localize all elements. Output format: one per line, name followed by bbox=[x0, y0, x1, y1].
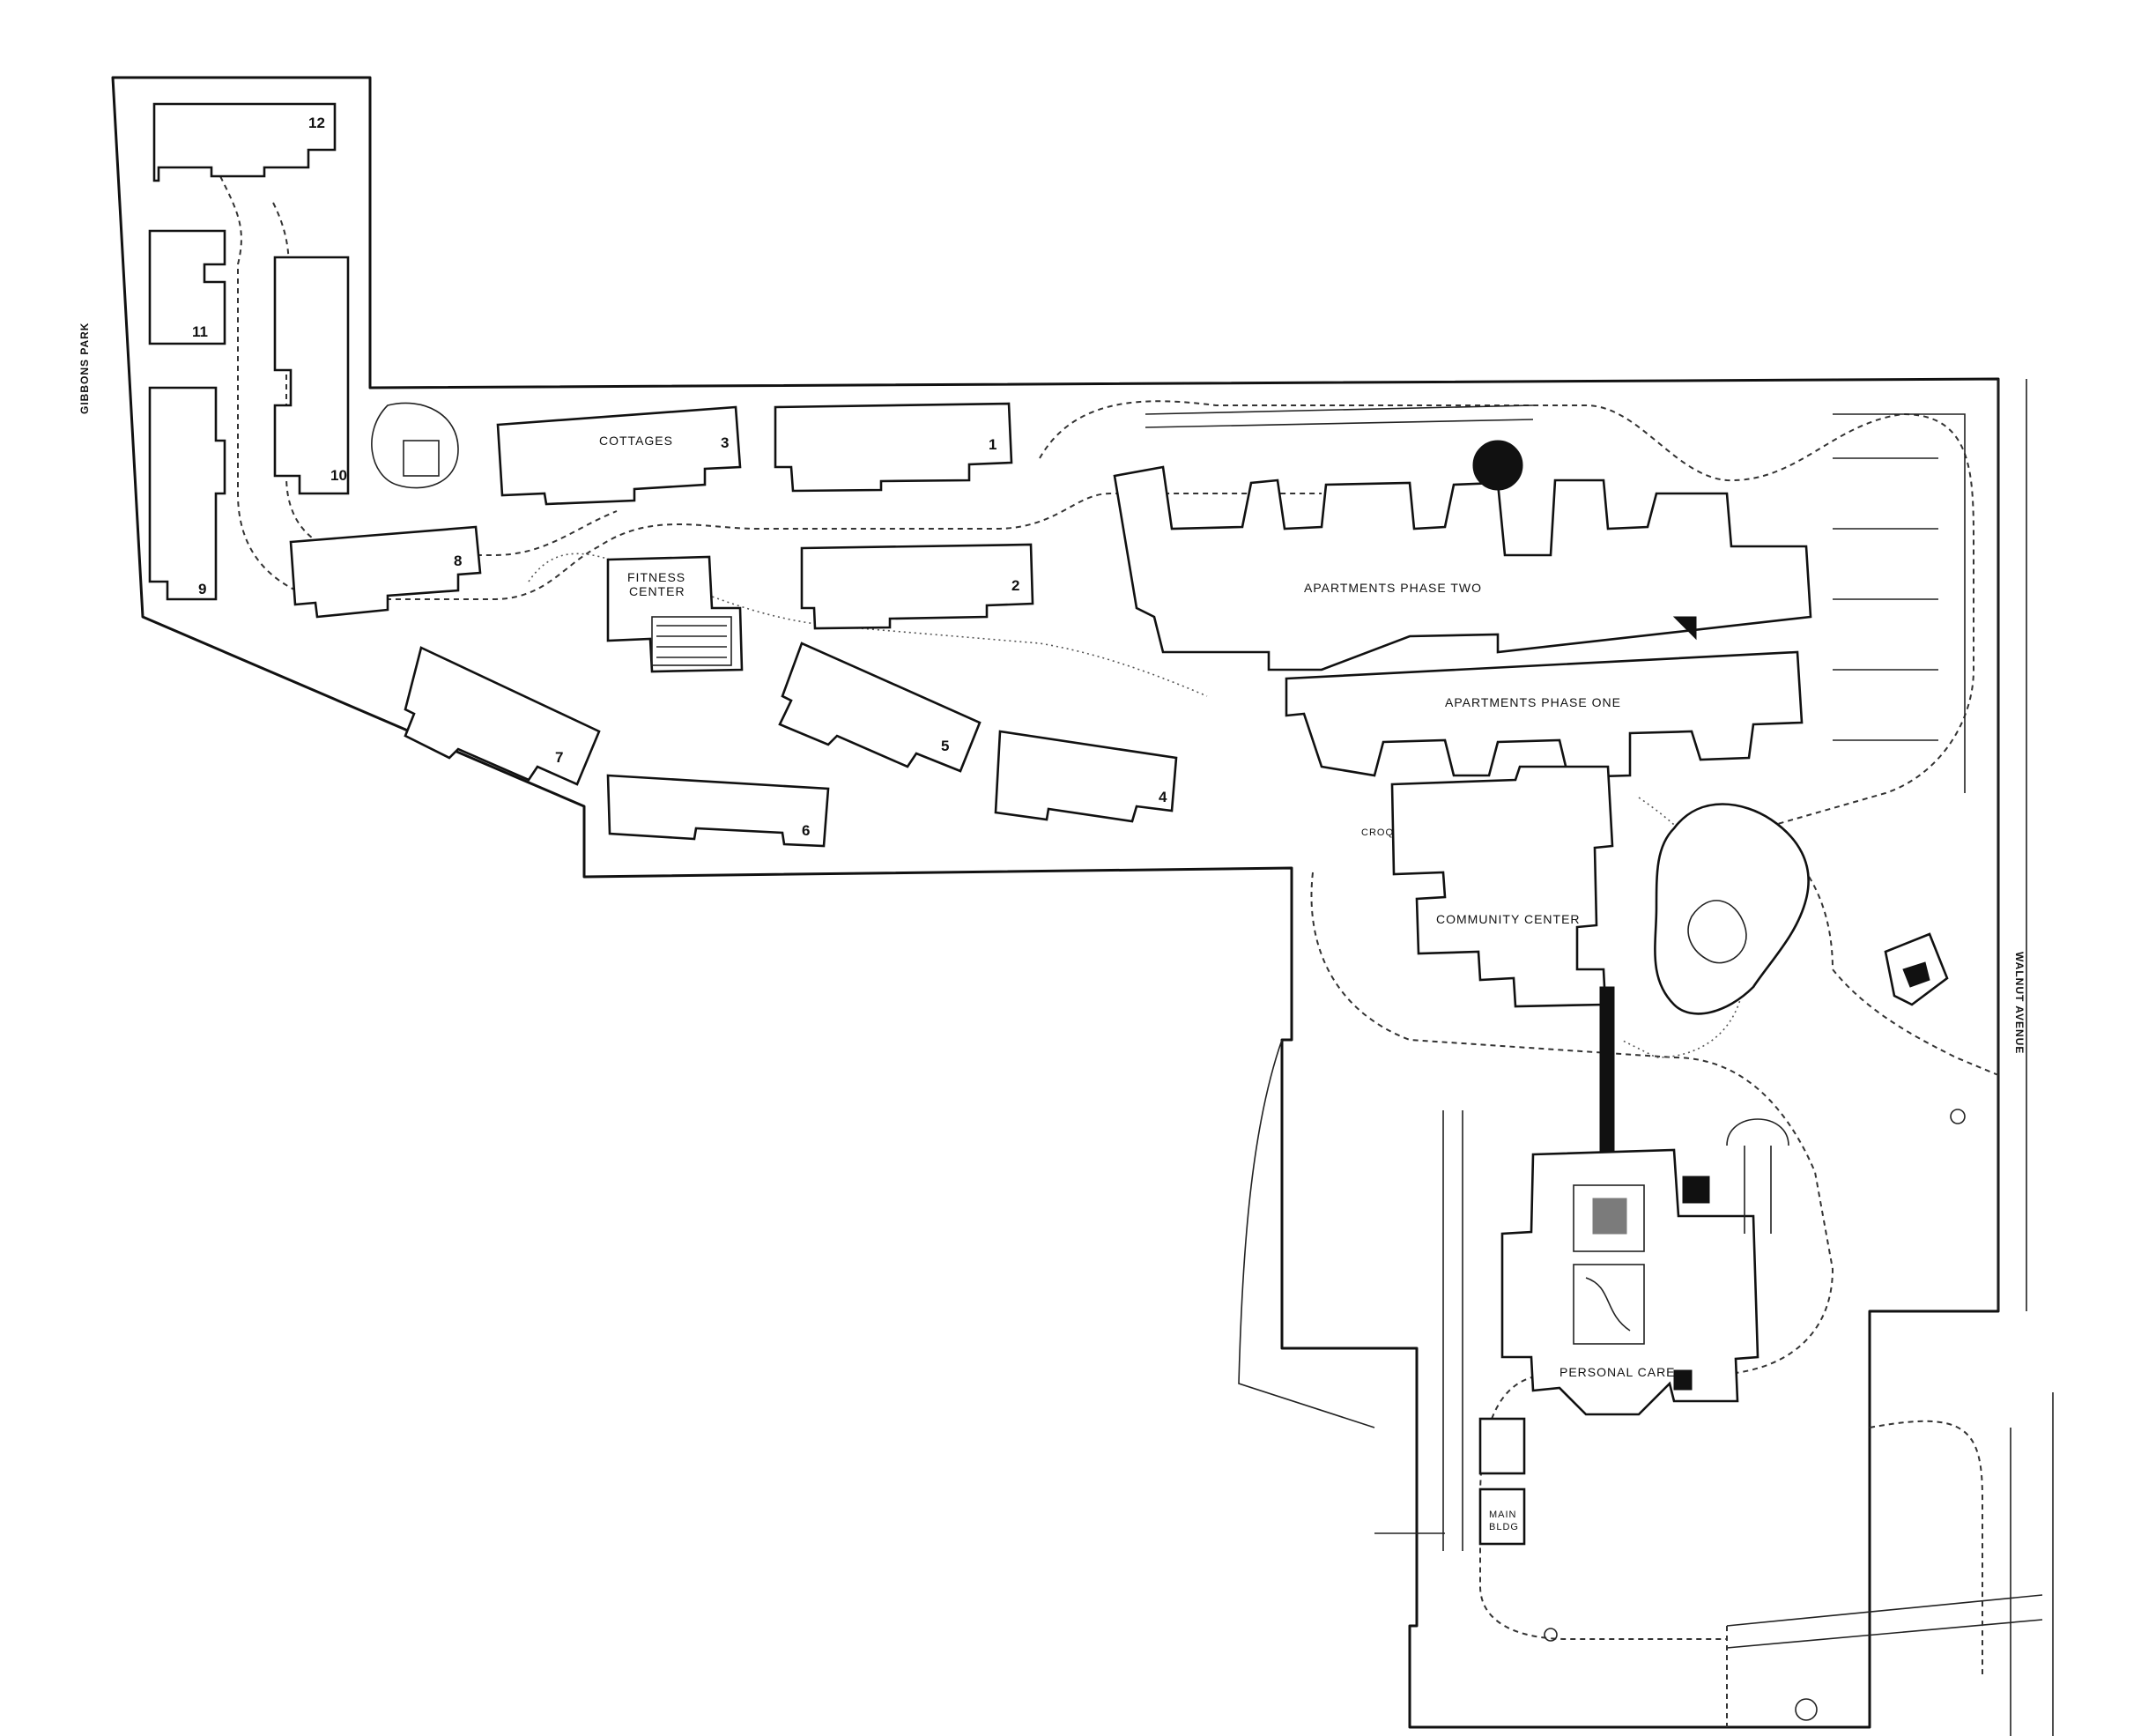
cottage-number-2: 2 bbox=[1011, 577, 1019, 594]
south-loop-road bbox=[1310, 872, 1834, 1640]
cottage-number-11: 11 bbox=[192, 323, 208, 340]
cottage-7: 7 bbox=[404, 646, 601, 786]
cottage-number-1: 1 bbox=[989, 436, 996, 453]
cottage-9: 9 bbox=[148, 386, 226, 601]
cottage-number-4: 4 bbox=[1159, 789, 1167, 805]
fitness-center-label-2: CENTER bbox=[629, 584, 685, 598]
apartments-phase-two: APARTMENTS PHASE TWO bbox=[1113, 440, 1812, 671]
cottage-number-9: 9 bbox=[198, 581, 206, 597]
cottage-number-12: 12 bbox=[308, 115, 325, 131]
fitness-center: FITNESS CENTER bbox=[606, 555, 744, 673]
apartments-phase-one: APARTMENTS PHASE ONE bbox=[1285, 616, 1804, 779]
plaza-north bbox=[371, 402, 459, 489]
personal-care-cul-de-sac bbox=[1726, 1118, 1789, 1234]
main-loop-road bbox=[1039, 400, 1974, 829]
community-center-label: COMMUNITY CENTER bbox=[1436, 912, 1581, 926]
cottage-3: COTTAGES 3 bbox=[496, 405, 742, 506]
cottage-number-8: 8 bbox=[454, 553, 462, 569]
gatehouse-east bbox=[1884, 932, 1949, 1006]
cottage-10: 10 bbox=[273, 256, 350, 495]
parking-north bbox=[1145, 404, 1534, 428]
main-bldg-label-2: BLDG bbox=[1489, 1522, 1519, 1532]
cottage-12: 12 bbox=[152, 102, 337, 182]
personal-care: PERSONAL CARE bbox=[1500, 1148, 1759, 1416]
apartments-phase-one-label: APARTMENTS PHASE ONE bbox=[1445, 695, 1621, 709]
apartments-phase-two-label: APARTMENTS PHASE TWO bbox=[1304, 581, 1482, 595]
cottage-drive-north bbox=[219, 175, 1322, 600]
cottage-number-5: 5 bbox=[941, 738, 949, 754]
south-road bbox=[1726, 1392, 2054, 1736]
community-center: COMMUNITY CENTER bbox=[1390, 765, 1614, 1008]
entry-road-south bbox=[1726, 1420, 1983, 1727]
walnut-avenue-edge bbox=[1997, 379, 2027, 1311]
walkway-fitness bbox=[528, 553, 1208, 697]
parking-east bbox=[1833, 413, 1966, 793]
walnut-avenue-label: WALNUT AVENUE bbox=[2013, 952, 2026, 1054]
cottage-drive-inner bbox=[272, 202, 618, 556]
property-line-south-west bbox=[1238, 1039, 1375, 1428]
cottage-number-6: 6 bbox=[802, 822, 810, 839]
cottage-number-10: 10 bbox=[330, 467, 347, 484]
cottage-4: 4 bbox=[994, 730, 1178, 823]
cottage-number-3: 3 bbox=[721, 434, 729, 451]
cottage-number-7: 7 bbox=[555, 749, 563, 766]
cottages-label: COTTAGES bbox=[599, 434, 673, 448]
cottage-6: 6 bbox=[606, 774, 830, 848]
access-drive-east bbox=[1761, 827, 1999, 1076]
cottage-11: 11 bbox=[148, 229, 226, 345]
parking-south bbox=[1374, 1110, 1463, 1551]
main-bldg-label-1: MAIN bbox=[1489, 1510, 1517, 1520]
cottage-1: 1 bbox=[774, 402, 1013, 493]
cottage-5: 5 bbox=[778, 642, 982, 773]
main-bldg: MAIN BLDG bbox=[1478, 1417, 1526, 1546]
fitness-center-label-1: FITNESS bbox=[627, 570, 685, 584]
cottage-8: 8 bbox=[289, 525, 482, 619]
cottage-2: 2 bbox=[800, 543, 1034, 630]
gibbons-park-label: GIBBONS PARK bbox=[78, 323, 91, 414]
lake bbox=[1654, 803, 1810, 1015]
personal-care-label: PERSONAL CARE bbox=[1559, 1365, 1676, 1379]
